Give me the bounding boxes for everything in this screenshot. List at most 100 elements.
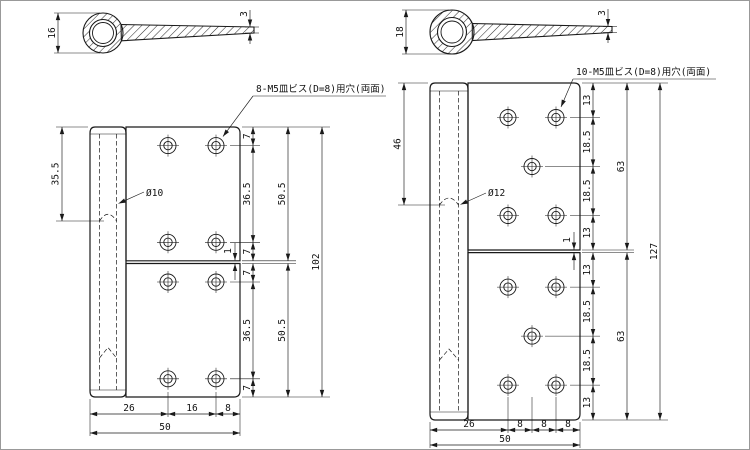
dim-text: 18.5 [582,180,593,203]
callout-text: 10-M5皿ビス(D=8)用穴(両面) [576,66,711,78]
dim-text: 36.5 [242,183,253,206]
dim-leaf-thickness: 3 [597,9,617,43]
screw-hole [156,367,180,391]
hidden-hole-bottom-arc [99,213,117,222]
lower-leaf-outline [467,252,581,421]
dim-text: 8 [225,403,231,414]
hidden-pin-tip [439,348,459,361]
right-bottom-dimensions: 26 8 8 8 50 [429,397,581,448]
screw-hole [544,275,568,299]
screw-hole [156,270,180,294]
dim-text: 50.5 [277,319,288,342]
callout-leader [222,95,254,137]
dim-text: 13 [582,264,593,275]
callout-screw-holes: 10-M5皿ビス(D=8)用穴(両面) [560,66,716,108]
screw-hole [520,155,544,178]
dim-text: 16 [186,403,198,414]
screw-hole [496,275,520,299]
dim-text: 8 [517,419,523,430]
dim-text: 50 [499,434,511,445]
left-right-dimensions: 7 36.5 7 7 36.5 7 50.5 50.5 102 [230,126,330,398]
dim-text: 3 [239,11,250,17]
dim-pin-depth: 46 [393,82,445,206]
dim-pin-depth: 35.5 [51,126,104,222]
dim-text: 50.5 [277,182,288,205]
knuckle-section-ring [82,12,124,54]
screw-hole [156,230,180,254]
dim-text: 63 [616,161,627,172]
left-front-view: 8-M5皿ビス(D=8)用穴(両面) Ø10 35.5 1 [51,83,386,436]
dim-text: 7 [242,270,253,276]
dim-text: 7 [242,133,253,139]
leaf-section [120,23,255,42]
dim-text: 16 [47,27,58,39]
dim-knuckle-height: 18 [395,9,449,55]
lower-leaf-outline [125,262,241,398]
left-hinge: 16 3 [47,10,386,436]
callout-screw-holes: 8-M5皿ビス(D=8)用穴(両面) [222,83,386,137]
dim-knuckle-height: 16 [47,12,100,54]
dim-text: 18.5 [582,300,593,323]
screw-hole [204,134,228,158]
screw-hole [520,324,544,348]
right-right-dimensions: 13 18.5 18.5 13 13 18.5 18.5 13 63 63 12… [545,82,668,421]
dim-text: 35.5 [51,163,62,186]
dim-text: 50 [159,422,171,433]
dim-text: 1 [562,237,573,243]
dim-text: 7 [242,385,253,391]
knuckle-outline [89,126,127,398]
callout-leader [560,78,574,108]
dim-text: 3 [597,10,608,16]
dim-text: 8 [541,419,547,430]
screw-hole [496,204,520,227]
screw-hole [204,270,228,294]
knuckle-section-ring [429,9,475,55]
leaf-section [471,22,613,42]
dim-text: 63 [616,331,627,342]
left-bottom-dimensions: 26 16 8 50 [89,392,241,436]
dia-text: Ø12 [488,188,505,199]
screw-hole [156,134,180,158]
dim-text: 13 [582,227,593,238]
dia-leader [460,192,487,205]
upper-leaf-outline [467,82,581,251]
right-hinge: 18 3 [393,9,716,448]
dim-text: 18.5 [582,131,593,154]
dim-text: 127 [649,243,660,260]
dim-text: 13 [582,397,593,408]
pin-hole-circle [440,20,464,44]
label-pin-dia: Ø10 [118,188,163,204]
right-front-view: 10-M5皿ビス(D=8)用穴(両面) Ø12 46 1 [393,66,716,448]
screw-hole [496,106,520,129]
hidden-pin-tip [99,346,117,359]
dim-text: 1 [223,248,234,254]
dim-text: 102 [311,253,322,270]
right-top-view: 18 3 [395,9,617,55]
callout-text: 8-M5皿ビス(D=8)用穴(両面) [256,83,385,95]
screw-hole [544,204,568,227]
dim-text: 7 [242,249,253,255]
dim-text: 36.5 [242,319,253,342]
dia-leader [118,191,145,204]
dim-text: 26 [463,419,475,430]
dim-text: 46 [393,138,404,150]
screw-hole [544,373,568,397]
knuckle-outline [429,82,469,421]
dim-leaf-gap: 1 [223,243,238,280]
screw-hole [496,373,520,397]
dim-leaf-gap: 1 [562,232,577,270]
dim-text: 13 [582,95,593,106]
screw-hole [204,367,228,391]
left-top-view: 16 3 [47,10,259,54]
label-pin-dia: Ø12 [460,188,505,205]
upper-leaf-outline [125,126,241,262]
screw-hole [544,106,568,129]
hidden-hole-bottom-arc [439,197,459,206]
dim-text: 26 [123,403,135,414]
dim-text: 8 [565,419,571,430]
dim-leaf-thickness: 3 [239,10,259,44]
dim-text: 18 [395,26,406,38]
dim-text: 18.5 [582,349,593,372]
